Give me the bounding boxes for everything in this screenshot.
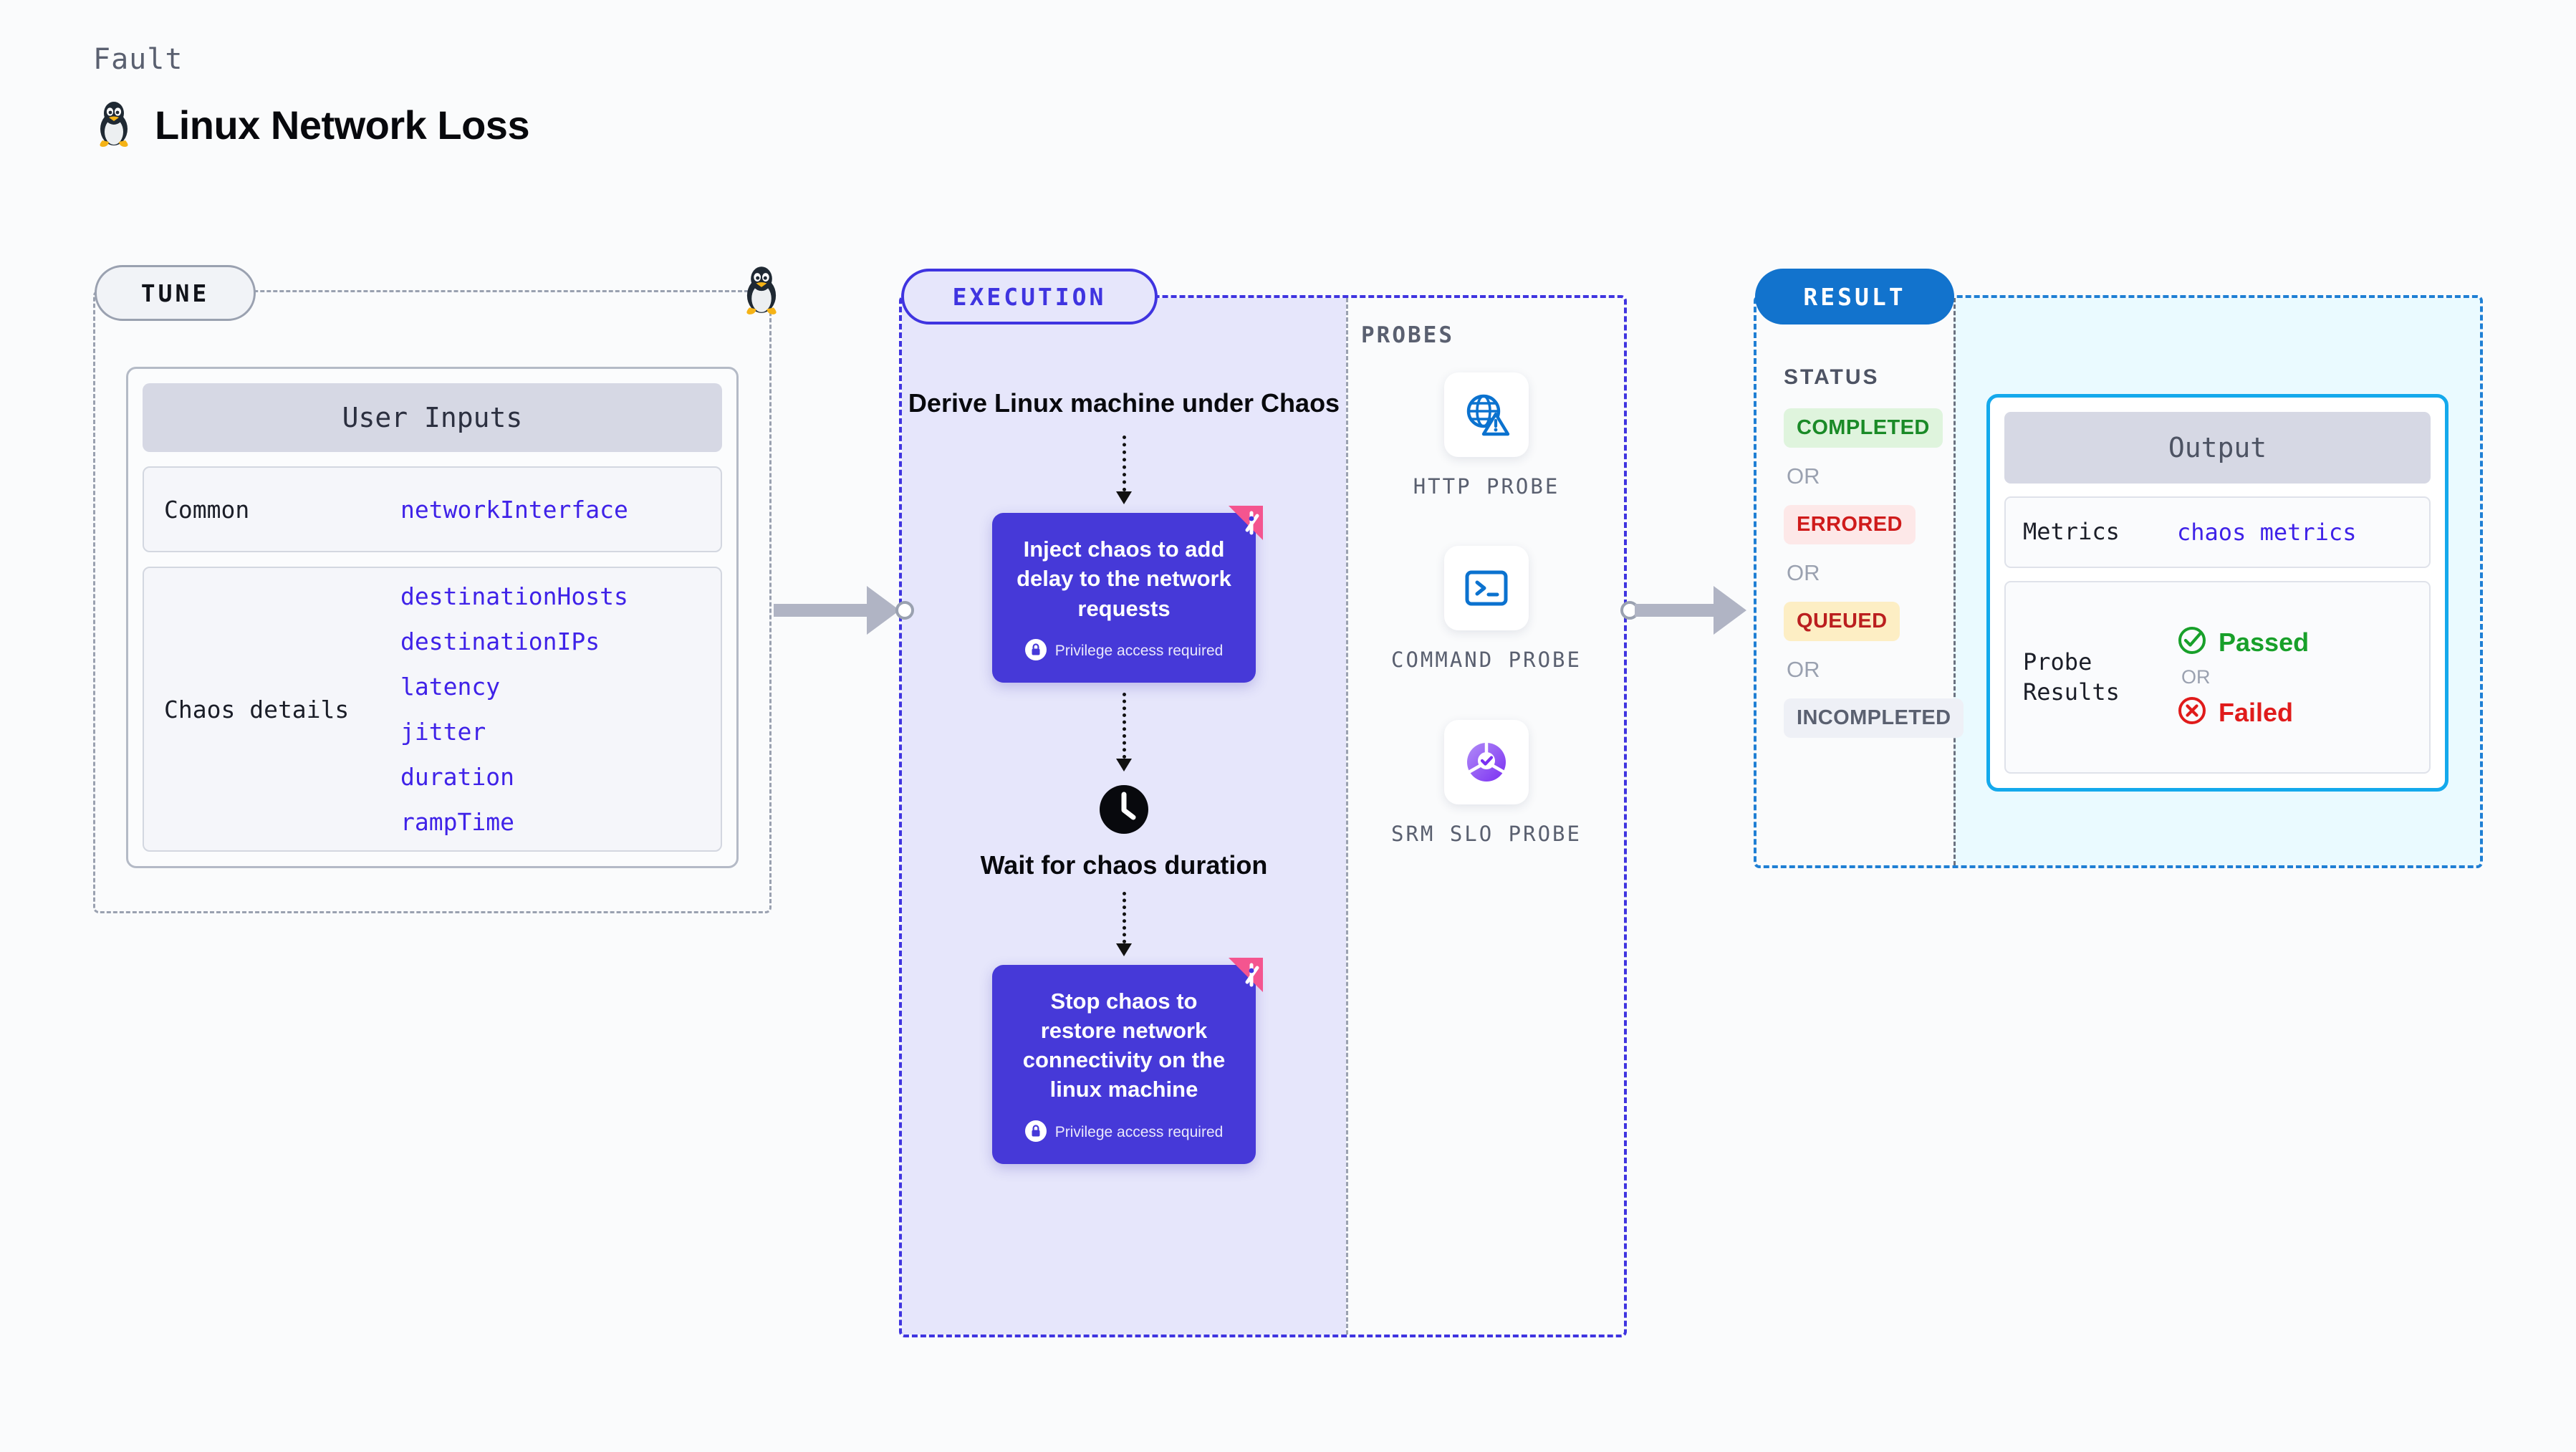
privilege-text: Privilege access required <box>1054 643 1224 660</box>
execution-flow: Derive Linux machine under Chaos Inject … <box>902 387 1346 1164</box>
fault-title-row: Linux Network Loss <box>93 99 530 151</box>
harness-corner-icon <box>1226 503 1266 543</box>
clock-icon <box>1096 782 1152 837</box>
output-header: Output <box>2004 412 2431 484</box>
input-param[interactable]: jitter <box>400 718 486 746</box>
tune-panel <box>93 290 772 913</box>
probe-verdict-failed: Failed <box>2177 696 2309 729</box>
status-badge-errored: ERRORED <box>1784 505 1916 544</box>
connector-endpoint <box>895 601 914 620</box>
lock-icon <box>1024 638 1047 664</box>
output-row-probe-results: Probe Results Passed OR <box>2004 581 2431 774</box>
linux-penguin-icon <box>739 264 784 319</box>
privilege-row: Privilege access required <box>1011 1120 1237 1145</box>
output-card: Output Metrics chaos metrics Probe Resul… <box>1986 394 2448 792</box>
or-separator: OR <box>1787 463 1820 489</box>
execution-step-inject-card[interactable]: Inject chaos to add delay to the network… <box>992 506 1263 683</box>
page-title: Linux Network Loss <box>155 102 530 148</box>
flow-arrow-icon <box>1116 891 1132 956</box>
execution-panel <box>899 295 1627 1337</box>
status-badge-queued: QUEUED <box>1784 602 1900 641</box>
linux-penguin-icon <box>93 99 135 151</box>
input-row-label: Common <box>164 495 250 524</box>
status-badge-incompleted: INCOMPLETED <box>1784 698 1964 738</box>
input-row-common: Common networkInterface <box>143 466 722 552</box>
probe-item-srm-slo[interactable]: SRM SLO PROBE <box>1391 719 1582 847</box>
terminal-icon <box>1443 546 1529 631</box>
page-header: Fault Linux Network Loss <box>93 43 530 151</box>
execution-step-wait: Wait for chaos duration <box>980 782 1268 882</box>
probe-label: COMMAND PROBE <box>1391 648 1582 673</box>
tune-badge[interactable]: TUNE <box>95 265 256 321</box>
slo-gauge-check-icon <box>1443 719 1529 804</box>
flow-arrow-icon <box>1116 692 1132 771</box>
execution-step-label: Wait for chaos duration <box>980 850 1268 880</box>
status-badge-completed: COMPLETED <box>1784 408 1943 448</box>
user-inputs-header: User Inputs <box>143 383 722 452</box>
lock-icon <box>1024 1120 1047 1145</box>
or-separator: OR <box>2181 666 2211 688</box>
status-column: STATUS COMPLETED OR ERRORED OR QUEUED OR… <box>1784 365 1964 738</box>
probe-item-command[interactable]: COMMAND PROBE <box>1391 546 1582 673</box>
input-param[interactable]: networkInterface <box>400 495 628 524</box>
probe-label: SRM SLO PROBE <box>1391 821 1582 846</box>
connector-execution-to-result <box>1620 586 1746 635</box>
flow-arrow-icon <box>1116 436 1132 505</box>
probes-list: HTTP PROBE COMMAND PROBE <box>1346 372 1627 847</box>
output-metrics-value[interactable]: chaos metrics <box>2177 519 2357 546</box>
output-row-label: Metrics <box>2023 518 2120 546</box>
input-param[interactable]: latency <box>400 673 501 701</box>
status-label: STATUS <box>1784 365 1880 389</box>
or-separator: OR <box>1787 560 1820 585</box>
input-param[interactable]: duration <box>400 763 514 791</box>
probes-divider <box>1346 298 1348 1335</box>
fault-kicker: Fault <box>93 43 183 76</box>
result-badge[interactable]: RESULT <box>1755 269 1954 324</box>
output-row-metrics: Metrics chaos metrics <box>2004 496 2431 568</box>
probe-verdict-label: Passed <box>2219 627 2310 657</box>
input-param[interactable]: destinationIPs <box>400 628 600 655</box>
or-separator: OR <box>1787 657 1820 682</box>
check-circle-icon <box>2177 625 2207 659</box>
privilege-row: Privilege access required <box>1011 638 1237 664</box>
probes-section-label: PROBES <box>1361 322 1454 348</box>
x-circle-icon <box>2177 696 2207 729</box>
execution-step-label: Inject chaos to add delay to the network… <box>1017 537 1231 621</box>
user-inputs-card: User Inputs Common networkInterface Chao… <box>126 367 739 868</box>
execution-badge[interactable]: EXECUTION <box>901 269 1158 324</box>
input-param[interactable]: destinationHosts <box>400 582 628 610</box>
output-row-label: Probe Results <box>2023 648 2120 706</box>
execution-step-label: Stop chaos to restore network connectivi… <box>1022 988 1226 1102</box>
result-panel <box>1754 295 2483 868</box>
probe-item-http[interactable]: HTTP PROBE <box>1413 372 1560 500</box>
probe-verdict-passed: Passed <box>2177 625 2309 659</box>
globe-warning-icon <box>1443 372 1529 457</box>
privilege-text: Privilege access required <box>1054 1124 1224 1141</box>
input-param[interactable]: rampTime <box>400 808 514 836</box>
probe-verdict-label: Failed <box>2219 697 2294 727</box>
connector-tune-to-execution <box>774 586 914 635</box>
input-row-label: Chaos details <box>164 695 350 723</box>
execution-step-derive: Derive Linux machine under Chaos <box>908 388 1340 418</box>
execution-step-stop-card[interactable]: Stop chaos to restore network connectivi… <box>992 957 1263 1164</box>
result-divider <box>1953 298 1956 865</box>
harness-corner-icon <box>1226 955 1266 995</box>
probe-label: HTTP PROBE <box>1413 474 1560 499</box>
input-row-chaos-details: Chaos details destinationHosts destinati… <box>143 567 722 852</box>
